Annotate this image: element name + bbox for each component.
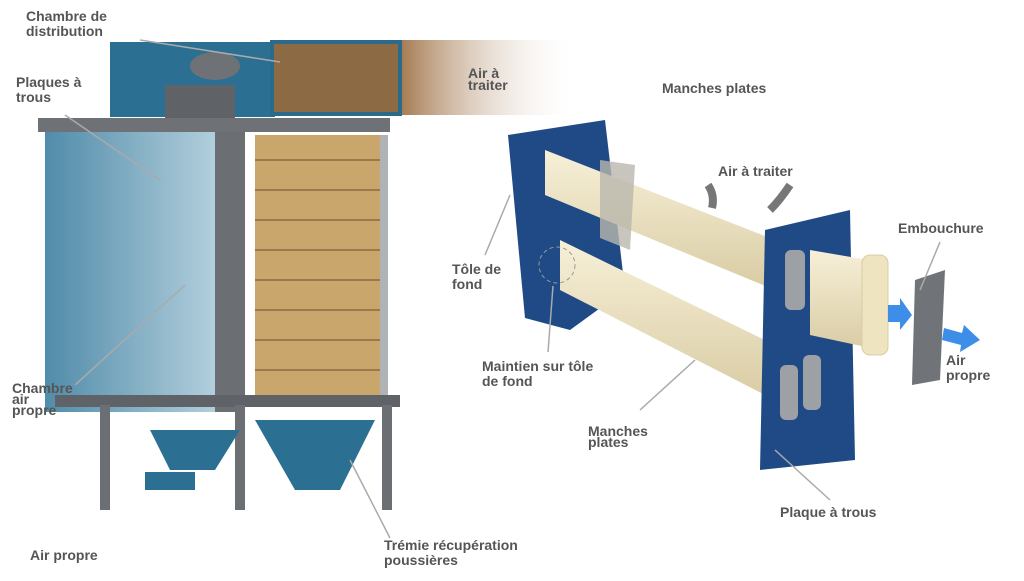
arrow-air-in-2 xyxy=(767,182,794,213)
label-manches-plates: Manches plates xyxy=(588,423,648,450)
arrow-air-in-1 xyxy=(704,182,717,209)
clean-air-chamber xyxy=(45,132,215,412)
arrow-air-out-2 xyxy=(942,325,980,352)
label-embouchure: Embouchure xyxy=(898,220,984,236)
label-air-traiter-left: Air à traiter xyxy=(468,65,508,93)
label-chambre-air-propre: Chambre air propre xyxy=(12,380,73,418)
flat-sleeves-assembly xyxy=(508,120,980,470)
wire-cage xyxy=(600,160,635,250)
arrow-air-out-1 xyxy=(888,298,912,330)
sleeve-lower xyxy=(560,240,775,400)
title-manches-plates: Manches plates xyxy=(662,80,767,96)
label-air-traiter-right: Air à traiter xyxy=(718,163,793,179)
top-beam xyxy=(38,118,390,132)
label-tole-fond: Tôle de fond xyxy=(452,261,502,292)
filter-sleeves xyxy=(255,135,380,405)
mouthpiece xyxy=(912,270,945,385)
label-maintien: Maintien sur tôle de fond xyxy=(482,358,594,389)
label-chambre-distribution: Chambre de distribution xyxy=(26,8,107,39)
label-tremie: Trémie récupération poussières xyxy=(384,537,518,568)
leader-lines xyxy=(64,39,941,539)
filter-housing xyxy=(38,40,580,510)
hopper xyxy=(255,420,375,490)
dusty-air-plume xyxy=(400,40,580,115)
motor xyxy=(190,52,240,80)
label-plaques-trous: Plaques à trous xyxy=(16,74,82,105)
label-air-propre-right: Air propre xyxy=(946,352,991,383)
label-plaque-trous: Plaque à trous xyxy=(780,504,877,520)
label-air-propre-bottom: Air propre xyxy=(30,547,98,563)
